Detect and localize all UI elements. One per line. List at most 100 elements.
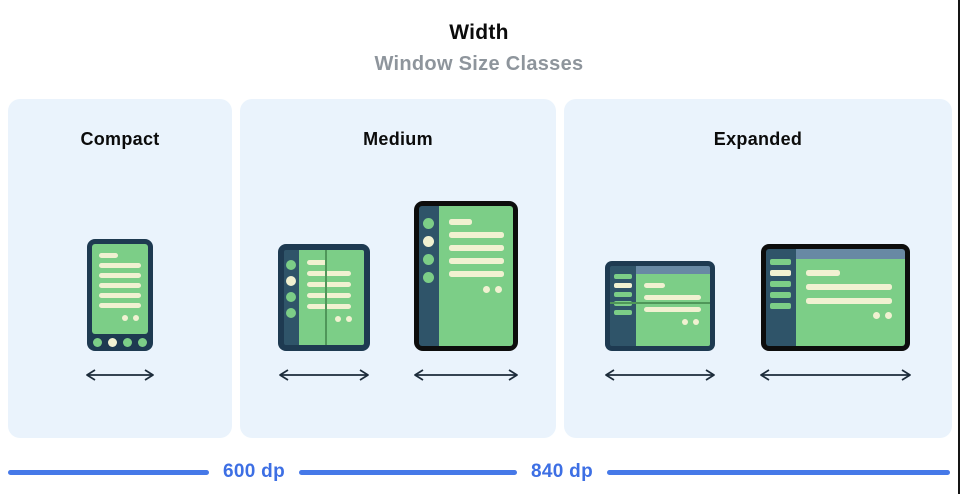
rail-dot: [286, 276, 296, 286]
content-line: [99, 253, 118, 258]
content-area: [636, 274, 710, 346]
size-class-panels: Compact: [8, 99, 952, 438]
content-line: [306, 260, 327, 265]
phone-navbar: [92, 334, 148, 351]
breakpoint-ruler: 600 dp 840 dp: [8, 461, 950, 483]
nav-dot: [108, 338, 117, 347]
size-class-panel-expanded: Expanded: [564, 99, 952, 438]
content-line: [448, 219, 472, 225]
content-line: [448, 258, 504, 264]
content-dot: [122, 315, 128, 321]
content-area: [796, 259, 905, 346]
content-dot: [693, 319, 699, 325]
tablet-portrait-illustration: [413, 201, 518, 351]
breakpoint-label-600dp: 600 dp: [223, 461, 285, 482]
nav-rail: [610, 266, 636, 346]
app-topbar: [796, 249, 905, 259]
rail-dot: [423, 254, 434, 265]
content-line: [644, 307, 701, 312]
content-dot: [885, 312, 892, 319]
rail-menu-bar: [614, 274, 632, 279]
content-dot: [482, 286, 490, 293]
rail-menu-bar: [614, 310, 632, 315]
content-dots: [99, 315, 141, 321]
large-landscape-illustration: [761, 244, 910, 351]
tablet-screen: [438, 206, 513, 346]
rail-dot: [286, 308, 296, 318]
content-line: [99, 263, 141, 268]
compact-device-row: [84, 239, 156, 382]
content-line: [306, 282, 352, 287]
rail-menu-bar: [770, 303, 791, 309]
content-line: [448, 271, 504, 277]
width-arrow-icon: [86, 369, 154, 381]
size-class-panel-compact: Compact: [8, 99, 232, 438]
width-arrow-icon: [760, 369, 911, 381]
landscape-foldable-illustration: [605, 261, 715, 351]
panel-heading-expanded: Expanded: [713, 129, 803, 149]
rail-dot: [286, 292, 296, 302]
content-line: [306, 271, 352, 276]
content-line: [806, 284, 893, 290]
app-topbar: [636, 266, 710, 274]
nav-dot: [123, 338, 132, 347]
content-dot: [682, 319, 688, 325]
panel-heading-medium: Medium: [363, 129, 433, 149]
content-line: [644, 283, 666, 288]
rail-menu-bar: [614, 292, 632, 297]
content-dots: [806, 312, 896, 319]
foldable-screen: [298, 250, 364, 345]
diagram-subtitle: Window Size Classes: [374, 53, 584, 75]
breakpoint-label-840dp: 840 dp: [531, 461, 593, 482]
nav-rail: [418, 206, 439, 346]
content-line: [448, 245, 504, 251]
foldable-device-group: [277, 244, 371, 382]
diagram-header: Width Window Size Classes: [0, 0, 958, 77]
tablet-portrait-device-group: [412, 201, 520, 382]
medium-device-row: [277, 201, 520, 382]
content-line: [99, 293, 141, 298]
rail-menu-bar: [770, 270, 791, 276]
content-line: [448, 232, 504, 238]
diagram-title: Width: [449, 21, 509, 44]
content-line: [806, 270, 841, 276]
content-dots: [307, 316, 358, 322]
content-dots: [644, 319, 703, 325]
width-arrow-icon: [413, 369, 518, 381]
landscape-foldable-device-group: [603, 261, 717, 382]
size-class-panel-medium: Medium: [240, 99, 556, 438]
expanded-device-row: [603, 244, 913, 382]
rail-dot: [423, 272, 434, 283]
nav-dot: [138, 338, 147, 347]
nav-rail: [766, 249, 796, 346]
nav-rail: [283, 250, 299, 345]
content-line: [99, 273, 141, 278]
content-dot: [334, 316, 341, 322]
ruler-line-segment: [8, 469, 209, 475]
large-landscape-device-group: [758, 244, 913, 382]
rail-menu-bar: [614, 283, 632, 288]
rail-dot: [286, 260, 296, 270]
content-dot: [494, 286, 502, 293]
width-arrow-icon: [278, 369, 369, 381]
rail-menu-bar: [770, 292, 791, 298]
content-line: [806, 298, 893, 304]
content-dot: [345, 316, 352, 322]
landscape-screen: [636, 266, 710, 346]
rail-menu-bar: [770, 281, 791, 287]
content-dot: [873, 312, 880, 319]
width-arrow-icon: [605, 369, 715, 381]
content-line: [306, 304, 352, 309]
landscape-screen: [796, 249, 905, 346]
rail-dot: [423, 218, 434, 229]
rail-dot: [423, 236, 434, 247]
content-line: [644, 295, 701, 300]
phone-illustration: [87, 239, 153, 351]
ruler-line-segment: [299, 469, 517, 475]
fold-line: [610, 302, 710, 304]
nav-dot: [93, 338, 102, 347]
fold-line: [324, 250, 327, 345]
content-dot: [133, 315, 139, 321]
foldable-illustration: [277, 244, 370, 351]
